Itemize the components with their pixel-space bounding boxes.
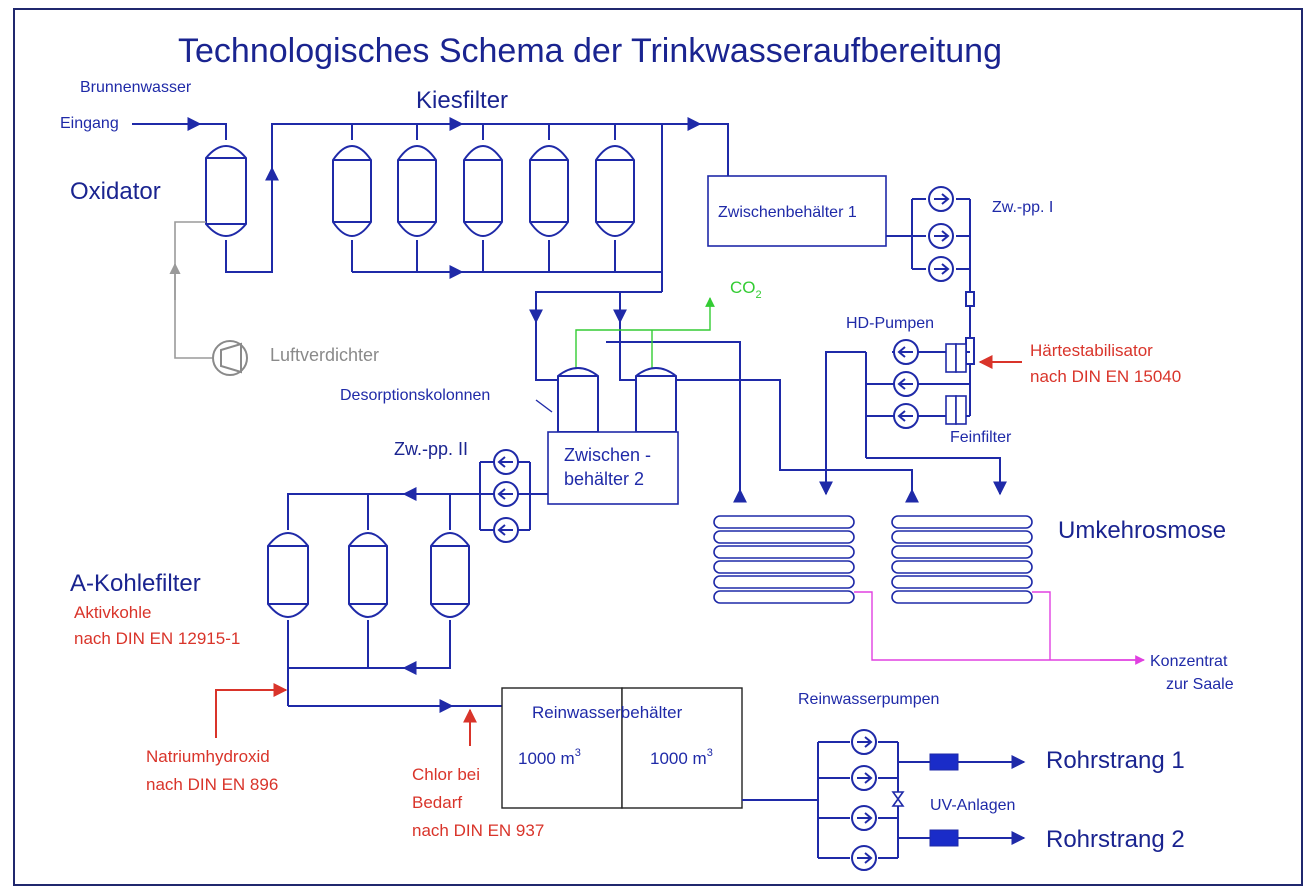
label-konzentrat: Konzentrat <box>1150 653 1228 670</box>
tank-left-exp: 3 <box>574 747 581 759</box>
label-zwischenbehaelter-2-line2: behälter 2 <box>564 469 645 489</box>
label-bedarf: Bedarf <box>412 793 463 812</box>
tank-left-value: 1000 m <box>518 749 575 768</box>
label-reinwasserbehaelter: Reinwasserbehälter <box>532 703 683 722</box>
desorption-pointer <box>535 399 553 413</box>
label-aktivkohle-norm: nach DIN EN 12915-1 <box>74 629 241 648</box>
label-co2-main: CO <box>730 278 756 297</box>
label-chlor-bei: Chlor bei <box>412 765 481 784</box>
label-zwpp-2: Zw.-pp. II <box>394 439 469 459</box>
intermediate-pump-2-icons <box>493 449 519 543</box>
label-chlor-norm: nach DIN EN 937 <box>412 821 545 840</box>
label-zur-saale: zur Saale <box>1166 676 1234 693</box>
air-line <box>169 221 212 359</box>
label-brunnenwasser: Brunnenwasser <box>80 79 192 96</box>
label-natriumhydroxid-norm: nach DIN EN 896 <box>146 775 279 794</box>
label-oxidator: Oxidator <box>70 178 161 205</box>
label-rohrstrang-2: Rohrstrang 2 <box>1046 826 1185 853</box>
clean-water-tank-left <box>501 687 623 809</box>
intermediate-tank-1 <box>707 175 887 247</box>
label-eingang: Eingang <box>60 115 119 132</box>
diagram-frame <box>13 8 1303 886</box>
gravel-filters <box>332 145 635 237</box>
label-reinwasserpumpen: Reinwasserpumpen <box>798 691 940 708</box>
intermediate-pump-1-icons <box>928 186 954 282</box>
label-natriumhydroxid: Natriumhydroxid <box>146 747 270 766</box>
clean-water-pump-piping <box>742 741 1026 859</box>
sodium-hydroxide-dosing-arrow <box>215 683 288 738</box>
valve-icon <box>891 791 905 807</box>
tank-right-value: 1000 m <box>650 749 707 768</box>
oxidator-vessel <box>205 145 247 237</box>
label-uv-anlagen: UV-Anlagen <box>930 797 1016 814</box>
label-hd-pumpen: HD-Pumpen <box>846 315 935 332</box>
gravel-filter-header <box>351 117 729 292</box>
hp-pump-icons <box>893 339 919 429</box>
label-umkehrosmose: Umkehrosmose <box>1058 517 1227 544</box>
label-haertestabilisator-norm: nach DIN EN 15040 <box>1030 367 1182 386</box>
co2-vent <box>575 297 715 368</box>
clean-water-pump-icons <box>851 729 877 871</box>
label-luftverdichter: Luftverdichter <box>270 345 380 365</box>
label-co2: CO2 <box>730 278 762 301</box>
diagram-title: Technologisches Schema der Trinkwasserau… <box>178 32 1003 70</box>
label-desorptionskolonnen: Desorptionskolonnen <box>340 387 491 404</box>
label-kiesfilter: Kiesfilter <box>416 87 509 114</box>
label-zwpp-1: Zw.-pp. I <box>992 199 1054 216</box>
uv-unit-icons <box>929 753 959 847</box>
tank-left-volume: 1000 m3 <box>518 747 581 768</box>
label-co2-sub: 2 <box>755 289 762 301</box>
label-zwischenbehaelter-1: Zwischenbehälter 1 <box>718 204 857 221</box>
label-zwischenbehaelter-2-line1: Zwischen - <box>564 445 652 465</box>
concentrate-line <box>854 591 1145 665</box>
air-compressor-icon <box>212 340 248 376</box>
label-a-kohlefilter: A-Kohlefilter <box>70 570 201 597</box>
ro-modules <box>713 515 1033 604</box>
carbon-filters <box>267 532 470 618</box>
clean-water-tank-right <box>621 687 743 809</box>
intermediate-tank-2 <box>547 431 679 505</box>
label-rohrstrang-1: Rohrstrang 1 <box>1046 747 1185 774</box>
label-feinfilter: Feinfilter <box>950 429 1012 446</box>
carbon-filter-piping <box>287 494 502 713</box>
label-haertestabilisator: Härtestabilisator <box>1030 341 1153 360</box>
tank-right-volume: 1000 m3 <box>650 747 713 768</box>
fine-filter-icons <box>945 343 967 425</box>
desorption-columns <box>557 367 677 433</box>
label-aktivkohle: Aktivkohle <box>74 603 152 622</box>
desorption-piping <box>529 291 919 503</box>
oxidator-outlet-pipe <box>225 117 666 273</box>
inlet-pipe <box>132 117 227 140</box>
tank-right-exp: 3 <box>706 747 713 759</box>
